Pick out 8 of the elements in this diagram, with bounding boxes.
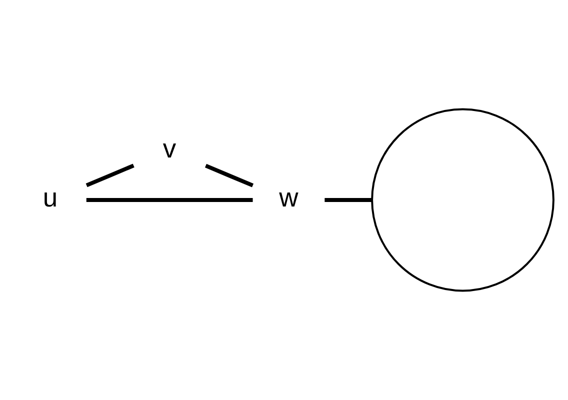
connector [86,164,134,188]
connector [86,198,253,202]
node-text: w [279,182,298,213]
connector [204,164,254,188]
node-text: v [162,134,176,164]
connector [324,198,372,202]
node-text: u [42,182,58,213]
node-circle [371,108,554,292]
